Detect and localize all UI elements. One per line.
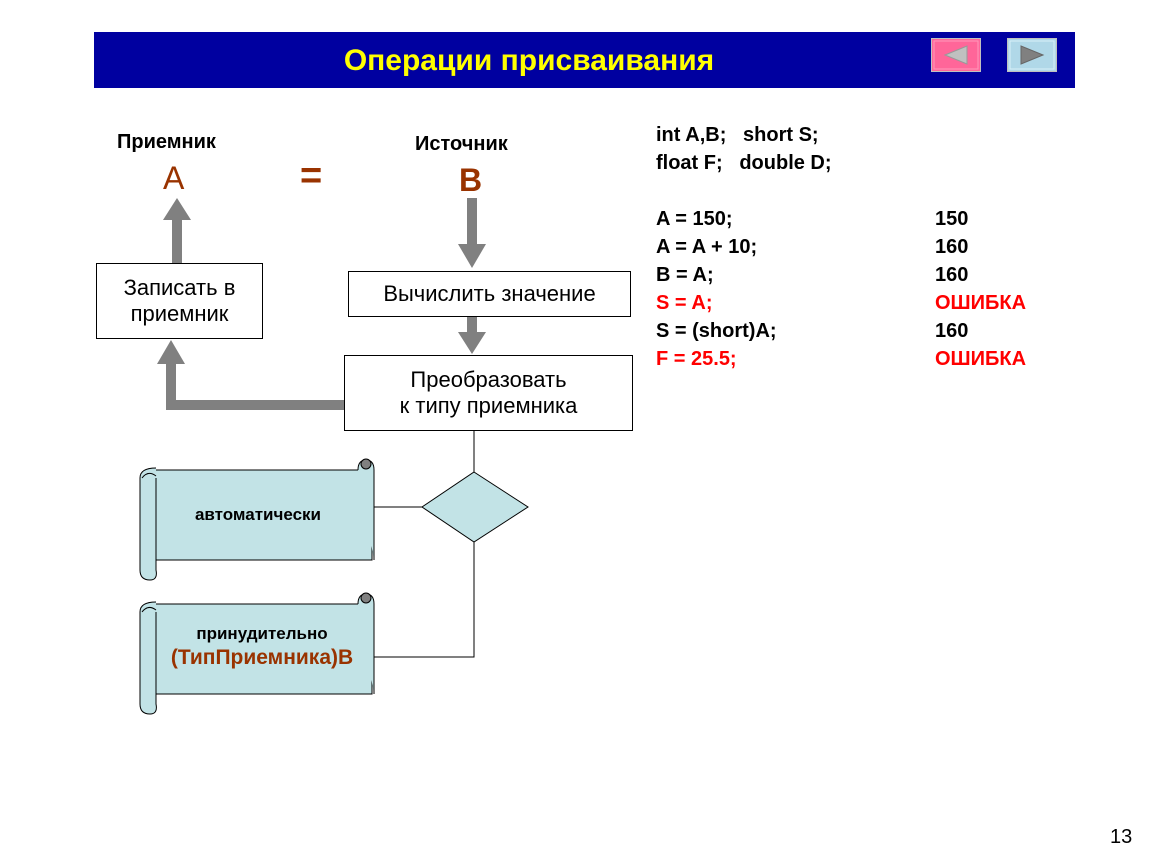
write-receiver-box: Записать в приемник <box>96 263 263 339</box>
convert-type-box: Преобразовать к типу приемника <box>344 355 633 431</box>
code-line: A = 150; <box>656 208 733 230</box>
scroll-forced <box>139 592 375 715</box>
code-result: 160 <box>935 236 969 258</box>
code-result-error: ОШИБКА <box>935 292 1027 314</box>
convert-type-line1: Преобразовать <box>410 367 567 392</box>
title-bar: Операции присваивания <box>94 32 1075 88</box>
next-slide-button[interactable] <box>1007 38 1057 72</box>
forced-cast-text: (ТипПриемника)B <box>170 646 354 669</box>
code-line: B = A; <box>656 264 714 286</box>
left-triangle-icon <box>943 45 968 65</box>
arrow-convert-to-write <box>157 340 344 410</box>
code-line-error: F = 25.5; <box>656 348 737 370</box>
equals-sign: = <box>300 155 323 197</box>
code-decl-1: int A,B; short S; <box>656 124 819 146</box>
forced-conversion-label: принудительно (ТипПриемника)B <box>150 622 374 670</box>
arrow-compute-down <box>458 316 486 354</box>
code-line-error: S = A; <box>656 292 713 314</box>
compute-value-box: Вычислить значение <box>348 271 631 317</box>
arrow-receiver-up <box>163 198 191 264</box>
source-var: B <box>459 162 483 198</box>
code-result: 160 <box>935 320 969 342</box>
compute-value-text: Вычислить значение <box>383 281 596 306</box>
decision-diamond <box>421 471 529 543</box>
auto-conversion-label: автоматически <box>194 505 322 524</box>
page-number: 13 <box>1110 826 1133 848</box>
prev-slide-button[interactable] <box>931 38 981 72</box>
code-result: 160 <box>935 264 969 286</box>
source-label: Источник <box>415 133 508 155</box>
page-title: Операции присваивания <box>343 44 715 77</box>
code-result: 150 <box>935 208 969 230</box>
convert-type-line2: к типу приемника <box>399 393 578 418</box>
receiver-label: Приемник <box>117 131 216 153</box>
scroll-auto <box>139 458 375 581</box>
arrow-source-down <box>458 198 486 268</box>
write-receiver-text: Записать в приемник <box>123 275 236 326</box>
code-line: S = (short)A; <box>656 320 777 342</box>
right-triangle-icon <box>1020 45 1045 65</box>
code-decl-2: float F; double D; <box>656 152 832 174</box>
code-line: A = A + 10; <box>656 236 758 258</box>
code-result-error: ОШИБКА <box>935 348 1027 370</box>
forced-label-text: принудительно <box>196 624 328 643</box>
receiver-var: A <box>163 160 185 196</box>
connector-decision-forced <box>374 542 475 658</box>
